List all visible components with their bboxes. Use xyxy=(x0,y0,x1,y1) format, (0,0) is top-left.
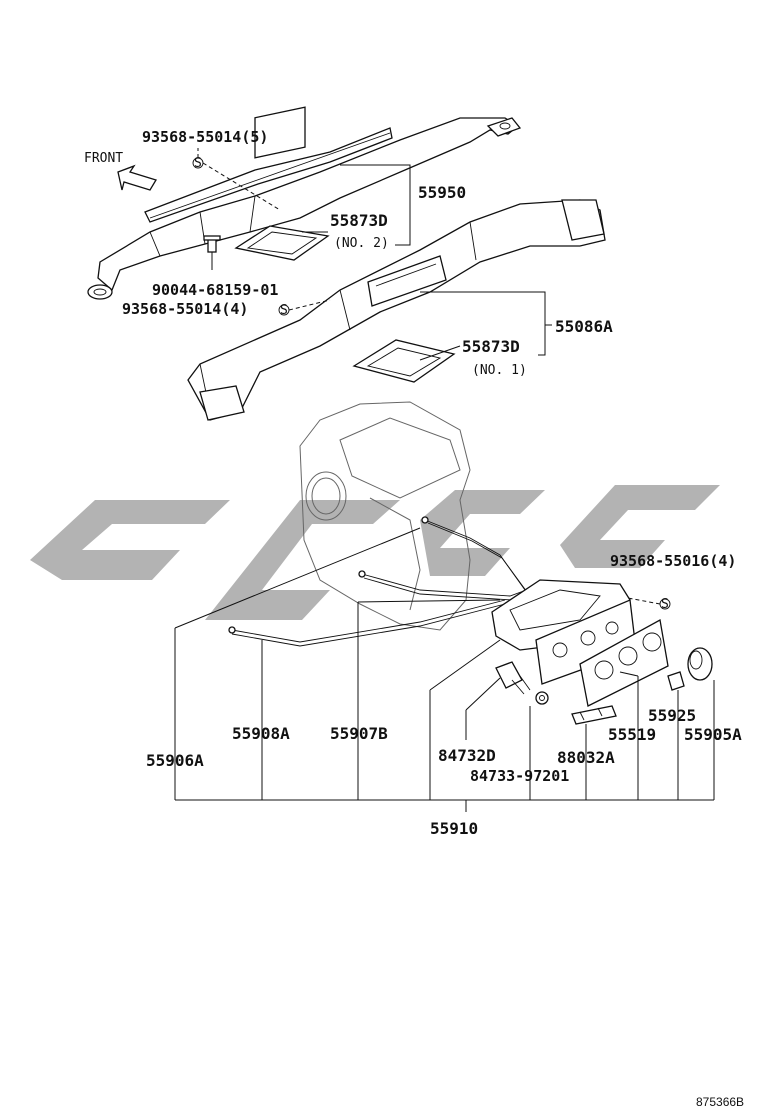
label-duct-lower: 55086A xyxy=(555,317,613,336)
label-clip: 90044-68159-01 xyxy=(152,281,278,299)
filter-upper xyxy=(234,225,330,261)
socket-part xyxy=(495,661,531,695)
label-knob-large: 55905A xyxy=(684,725,742,744)
part-labels: FRONT 93568-55014(5) 55950 55873D (NO. 2… xyxy=(84,128,744,1109)
svg-text:S: S xyxy=(280,303,288,318)
illustration-code: 875366B xyxy=(696,1095,744,1109)
heater-control-unit xyxy=(491,579,637,685)
label-filter-lower: 55873D xyxy=(462,337,520,356)
label-socket: 84732D xyxy=(438,746,496,765)
label-knob-small: 55925 xyxy=(648,706,696,725)
knob-large xyxy=(687,647,713,681)
filter-lower xyxy=(352,339,456,383)
label-filter-upper: 55873D xyxy=(330,211,388,230)
label-bulb: 84733-97201 xyxy=(470,767,569,785)
duct-lower xyxy=(187,199,606,421)
label-duct-upper: 55950 xyxy=(418,183,466,202)
label-screw-right: 93568-55016(4) xyxy=(610,552,736,570)
wire-part xyxy=(571,705,617,725)
label-cable-c: 55907B xyxy=(330,724,388,743)
bulb-part xyxy=(535,691,549,705)
label-filter-upper-note: (NO. 2) xyxy=(334,236,389,251)
label-screw-mid: 93568-55014(4) xyxy=(122,300,248,318)
svg-text:S: S xyxy=(661,597,669,612)
label-wire: 88032A xyxy=(557,748,615,767)
watermark-logo xyxy=(30,485,720,620)
control-panel xyxy=(579,618,669,707)
label-cable-b: 55908A xyxy=(232,724,290,743)
front-label: FRONT xyxy=(84,151,123,166)
label-screw-top: 93568-55014(5) xyxy=(142,128,268,146)
label-control-assy: 55910 xyxy=(430,819,478,838)
label-cable-a: 55906A xyxy=(146,751,204,770)
screw-marker-icon: S xyxy=(192,156,204,171)
screw-marker-icon: S xyxy=(659,597,671,612)
front-arrow-icon xyxy=(117,164,157,191)
svg-text:S: S xyxy=(194,156,202,171)
label-filter-lower-note: (NO. 1) xyxy=(472,363,527,378)
heater-unit-outline xyxy=(299,401,471,631)
knob-small xyxy=(667,671,685,691)
label-panel: 55519 xyxy=(608,725,656,744)
duct-upper xyxy=(87,106,522,300)
leader-lines xyxy=(174,148,715,812)
screw-marker-icon: S xyxy=(278,303,290,318)
